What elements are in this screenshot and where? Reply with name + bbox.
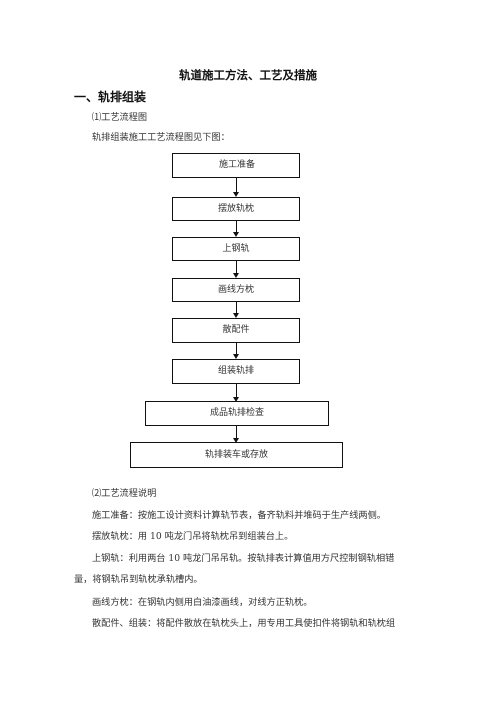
paragraph-place-rails: 上钢轨：利用两台 10 吨龙门吊吊轨。按轨排表计算值用方尺控制钢轨相错 bbox=[92, 553, 395, 564]
subheading-process-description: ⑵工艺流程说明 bbox=[92, 488, 157, 499]
flow-step-distribute-fittings: 散配件 bbox=[172, 318, 300, 343]
flowchart-intro: 轨排组装施工工艺流程图见下图： bbox=[92, 132, 230, 143]
flow-step-prepare: 施工准备 bbox=[172, 153, 300, 178]
flow-step-assemble-track: 组装轨排 bbox=[172, 359, 300, 384]
flow-connector bbox=[236, 178, 237, 192]
arrow-down-icon bbox=[233, 397, 239, 402]
flow-connector bbox=[236, 261, 237, 273]
flow-step-place-rails: 上钢轨 bbox=[172, 237, 300, 261]
flow-step-inspection: 成品轨排检查 bbox=[145, 401, 329, 426]
flow-step-loading-storage: 轨排装车或存放 bbox=[130, 442, 343, 468]
flow-connector bbox=[236, 221, 237, 232]
flow-connector bbox=[236, 343, 237, 354]
arrow-down-icon bbox=[233, 354, 239, 359]
arrow-down-icon bbox=[233, 273, 239, 278]
subheading-flowchart: ⑴工艺流程图 bbox=[92, 112, 148, 123]
paragraph-mark-sleepers: 画线方枕：在钢轨内侧用白油漆画线，对线方正轨枕。 bbox=[92, 597, 313, 608]
arrow-down-icon bbox=[233, 313, 239, 318]
arrow-down-icon bbox=[233, 232, 239, 237]
arrow-down-icon bbox=[233, 438, 239, 443]
flow-connector bbox=[236, 384, 237, 397]
document-title: 轨道施工方法、工艺及措施 bbox=[179, 68, 317, 82]
paragraph-preparation: 施工准备：按施工设计资料计算轨节表，备齐轨料并堆码于生产线两侧。 bbox=[92, 510, 386, 521]
flow-connector bbox=[236, 302, 237, 313]
paragraph-place-rails-cont: 量，将钢轨吊到轨枕承轨槽内。 bbox=[74, 574, 203, 585]
flow-connector bbox=[236, 426, 237, 438]
arrow-down-icon bbox=[233, 192, 239, 197]
paragraph-place-sleepers: 摆放轨枕：用 10 吨龙门吊将轨枕吊到组装台上。 bbox=[92, 531, 294, 542]
flow-step-place-sleepers: 摆放轨枕 bbox=[172, 197, 300, 221]
paragraph-fittings-assembly: 散配件、组装：将配件散放在轨枕头上，用专用工具使扣件将钢轨和轨枕组 bbox=[92, 618, 396, 629]
flow-step-mark-sleepers: 画线方枕 bbox=[172, 278, 300, 302]
section-heading: 一、轨排组装 bbox=[74, 90, 147, 104]
